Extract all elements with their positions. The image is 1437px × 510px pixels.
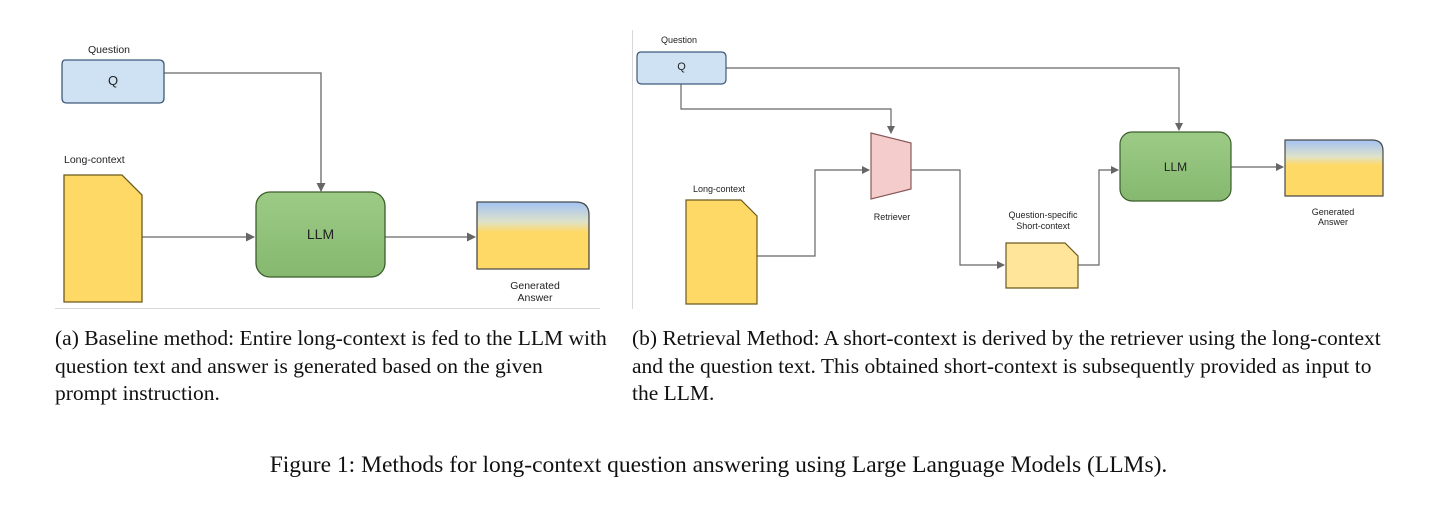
arrow-question-to-llm — [726, 67, 1183, 131]
generated-answer-label-line-2: Answer — [517, 292, 553, 304]
short-context-label-line-2: Short-context — [1016, 221, 1070, 231]
panel-a-baseline-diagram: Question Q Long-context LLM Generated An… — [55, 25, 600, 309]
arrow-longcontext-to-retriever — [757, 166, 870, 257]
short-context-label: Question-specific Short-context — [988, 210, 1098, 232]
question-box-label: Q — [107, 73, 119, 88]
question-box — [61, 59, 165, 104]
llm-box — [255, 191, 386, 278]
short-context-label-line-1: Question-specific — [1008, 210, 1078, 220]
generated-answer-shape — [476, 201, 590, 270]
generated-answer-label: Generated Answer — [495, 280, 575, 304]
subfigure-b-caption: (b) Retrieval Method: A short-context is… — [632, 326, 1381, 405]
short-context-document — [1005, 242, 1079, 289]
llm-label: LLM — [306, 226, 335, 242]
generated-answer-label-line-1: Generated — [510, 280, 560, 292]
subfigure-a-caption: (a) Baseline method: Entire long-context… — [55, 326, 607, 405]
question-label: Question — [88, 44, 131, 56]
generated-answer-label-line-2: Answer — [1317, 217, 1348, 227]
question-box — [636, 51, 727, 85]
arrow-question-to-llm — [164, 72, 326, 192]
panel-a-svg — [61, 59, 590, 303]
question-box-label: Q — [677, 61, 686, 73]
long-context-label: Long-context — [64, 154, 125, 166]
arrow-question-to-retriever — [680, 82, 895, 134]
long-context-label: Long-context — [693, 184, 746, 194]
long-context-document — [685, 199, 758, 305]
retriever-shape — [870, 132, 912, 200]
arrow-retriever-to-shortcontext — [911, 169, 1005, 269]
retriever-label: Retriever — [873, 212, 911, 222]
panel-b-svg — [636, 51, 1384, 305]
generated-answer-label-line-1: Generated — [1311, 207, 1355, 217]
arrow-shortcontext-to-llm — [1078, 166, 1119, 266]
generated-answer-label: Generated Answer — [1293, 207, 1373, 227]
long-context-document — [63, 174, 143, 303]
generated-answer-shape — [1284, 139, 1384, 197]
question-label: Question — [661, 35, 698, 45]
llm-box — [1119, 131, 1232, 202]
panel-b-retrieval-diagram: Question Q Long-context Retriever Questi… — [632, 30, 1385, 309]
figure-caption: Figure 1: Methods for long-context quest… — [269, 452, 1168, 478]
llm-label: LLM — [1163, 160, 1188, 174]
